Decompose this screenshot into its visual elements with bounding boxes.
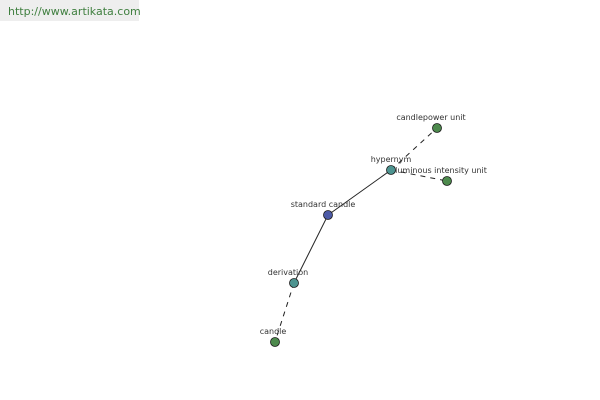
edge-derivation-to-candle xyxy=(274,282,295,343)
edge-hypernym-to-candlepower-unit xyxy=(390,127,438,171)
edge-layer xyxy=(274,127,448,343)
edge-standard-candle-to-hypernym xyxy=(327,169,392,216)
edge-standard-candle-to-derivation xyxy=(293,214,329,284)
node-label-standard-candle[interactable]: standard candle xyxy=(291,200,356,209)
node-luminous-intensity-unit[interactable] xyxy=(442,176,452,186)
node-derivation[interactable] xyxy=(289,278,299,288)
node-label-luminous-intensity-unit[interactable]: luminous intensity unit xyxy=(395,166,487,175)
node-label-hypernym[interactable]: hypernym xyxy=(371,155,412,164)
node-standard-candle[interactable] xyxy=(323,210,333,220)
label-layer: standard candle hypernym derivation candlep… xyxy=(260,113,487,336)
node-hypernym[interactable] xyxy=(386,165,396,175)
node-label-candlepower-unit[interactable]: candlepower unit xyxy=(396,113,465,122)
node-label-candle[interactable]: candle xyxy=(260,327,287,336)
node-candlepower-unit[interactable] xyxy=(432,123,442,133)
source-url-link[interactable]: http://www.artikata.com xyxy=(0,0,141,21)
node-layer xyxy=(270,123,452,347)
node-candle[interactable] xyxy=(270,337,280,347)
node-label-derivation[interactable]: derivation xyxy=(268,268,308,277)
